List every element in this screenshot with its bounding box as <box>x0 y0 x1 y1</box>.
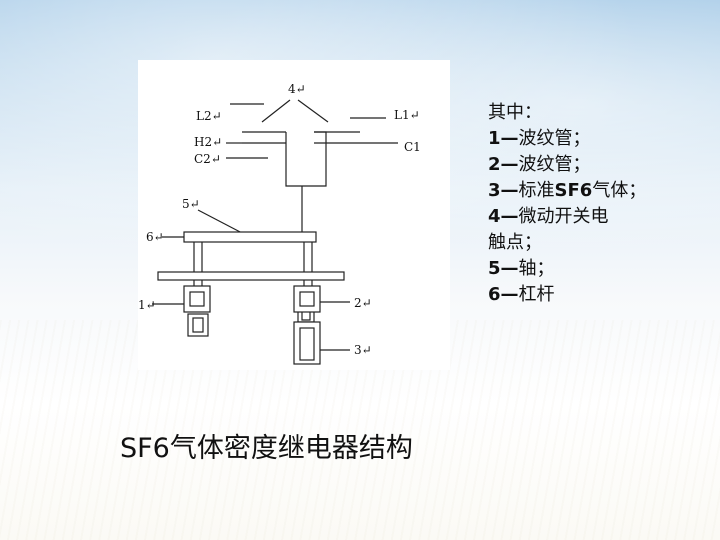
label-1: 1↵ <box>138 298 156 312</box>
legend-block: 其中： 1—波纹管； 2—波纹管； 3—标准SF6气体； 4—微动开关电 触点；… <box>488 100 698 308</box>
pointer-4-right <box>297 99 329 123</box>
label-4: 4↵ <box>288 82 306 96</box>
bellows-1-lower-inner <box>192 317 204 333</box>
label-l2: L2↵ <box>196 109 222 123</box>
slide-caption: SF6气体密度继电器结构 <box>120 433 413 464</box>
legend-item-5: 5—轴； <box>488 258 555 279</box>
legend-item-4-cont: 触点； <box>488 232 542 253</box>
legend-item-1: 1—波纹管； <box>488 128 591 149</box>
label-3: 3↵ <box>354 343 372 357</box>
leader-5 <box>197 209 245 235</box>
diagram-drawing <box>152 99 398 365</box>
gas-chamber-inner <box>299 327 315 361</box>
frame-bar <box>157 271 345 281</box>
label-5: 5↵ <box>182 197 200 211</box>
label-h2: H2↵ <box>194 135 223 149</box>
label-6: 6↵ <box>146 230 164 244</box>
label-c2: C2↵ <box>194 152 221 166</box>
contact-carrier <box>285 131 327 187</box>
pointer-4-left <box>261 99 291 123</box>
legend-item-4: 4—微动开关电 <box>488 206 609 227</box>
bellows-1-inner <box>189 291 205 307</box>
label-2: 2↵ <box>354 296 372 310</box>
relay-structure-diagram: 4↵ L2↵ L1↵ H2↵ C2↵ C1 5↵ 6↵ 1↵ 2↵ 3↵ <box>138 60 450 370</box>
label-c1: C1 <box>404 140 421 154</box>
legend-heading: 其中： <box>488 102 542 123</box>
label-l1: L1↵ <box>394 108 420 122</box>
bellows-2-inner <box>299 291 315 307</box>
legend-item-2: 2—波纹管； <box>488 154 591 175</box>
legend-item-6: 6—杠杆 <box>488 284 555 305</box>
lever-bar <box>183 231 317 243</box>
gas-neck-inner <box>301 312 311 321</box>
legend-item-3: 3—标准SF6气体； <box>488 180 647 201</box>
